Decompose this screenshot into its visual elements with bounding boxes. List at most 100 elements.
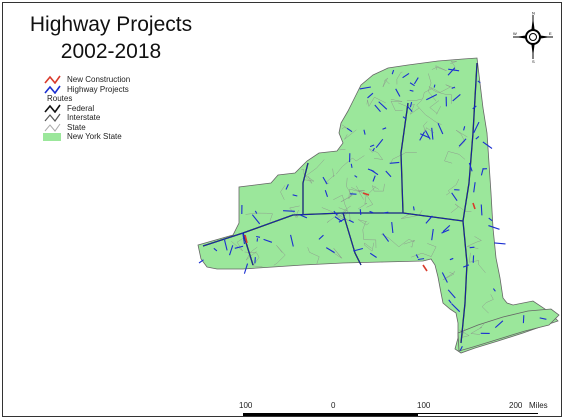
highway-project-segment — [458, 138, 467, 147]
state-road — [481, 294, 494, 314]
highway-project-segment — [290, 234, 294, 247]
highway-project-segment — [254, 210, 258, 214]
compass-north-label: N — [532, 11, 535, 16]
state-road — [366, 96, 386, 107]
highway-project-segment — [477, 80, 481, 84]
state-road — [340, 177, 353, 203]
highway-project-segment — [283, 210, 295, 212]
highway-project-segment — [354, 175, 358, 178]
highway-project-segment — [353, 247, 364, 252]
highway-project-corridor — [342, 212, 362, 266]
state-road — [444, 151, 466, 164]
state-road — [358, 190, 365, 200]
legend-item-interstate: Interstate — [43, 113, 130, 123]
highway-project-segment — [413, 77, 419, 85]
highway-project-segment — [325, 247, 335, 254]
map-title-line-1: Highway Projects — [29, 13, 193, 36]
highway-project-corridor — [202, 212, 464, 247]
state-road — [423, 121, 435, 133]
compass-west-label: W — [513, 31, 517, 36]
highway-project-segment — [451, 86, 456, 89]
highway-project-corridor — [400, 102, 409, 214]
legend-label: Federal — [67, 103, 95, 113]
highway-project-segment — [391, 69, 395, 75]
highway-project-segment — [251, 214, 261, 225]
highway-project-segment — [437, 123, 444, 135]
new-construction-segment — [362, 192, 370, 196]
highway-project-segment — [256, 235, 261, 238]
highway-project-segment — [473, 182, 476, 193]
highway-project-segment — [448, 68, 460, 72]
highway-project-segment — [426, 94, 438, 101]
state-road — [244, 251, 263, 268]
state-road — [442, 270, 455, 281]
state-road — [330, 248, 343, 259]
state-road — [398, 102, 420, 115]
legend-label: State — [67, 122, 86, 132]
highway-project-segment — [292, 194, 298, 197]
state-road — [458, 328, 470, 338]
map-title: Highway Projects 2002-2018 — [11, 11, 211, 65]
state-road — [450, 203, 472, 213]
state-road — [446, 178, 460, 196]
highway-project-segment — [348, 219, 354, 223]
highway-project-segment — [322, 176, 328, 185]
state-road — [455, 129, 468, 149]
highway-projects-layer — [198, 62, 547, 351]
highway-project-segment — [406, 105, 413, 112]
state-road — [344, 129, 357, 140]
highway-project-segment — [263, 238, 273, 243]
highway-project-segment — [451, 303, 461, 313]
scale-tick-label: 100 — [239, 401, 253, 410]
highway-project-segment — [412, 206, 415, 211]
highway-project-segment — [223, 239, 228, 251]
highway-project-segment — [324, 189, 329, 197]
highway-project-segment — [363, 129, 366, 135]
highway-project-segment — [228, 245, 234, 256]
state-road — [301, 169, 315, 182]
state-road — [362, 221, 377, 249]
highway-project-segment — [488, 217, 493, 222]
highway-project-segment — [369, 252, 377, 258]
state-road — [416, 99, 442, 125]
highway-project-segment — [494, 320, 504, 329]
highway-project-segment — [449, 257, 454, 261]
state-road — [431, 65, 447, 72]
scale-tick-label: 0 — [331, 401, 336, 410]
legend-heading-routes: Routes — [47, 94, 73, 103]
highway-project-segment — [372, 147, 375, 152]
long-island-shape — [457, 308, 560, 352]
highway-project-segment — [372, 175, 376, 182]
state-road — [357, 186, 376, 210]
map-frame: Highway Projects 2002-2018 New Construct… — [2, 2, 562, 417]
state-road — [390, 99, 403, 112]
highway-project-segment — [409, 89, 414, 92]
state-road — [273, 245, 286, 266]
highway-project-segment — [389, 161, 400, 164]
state-road — [401, 210, 423, 219]
legend-label: Highway Projects — [67, 84, 129, 94]
highway-project-segment — [452, 94, 461, 102]
legend-item-new-york-state: New York State — [43, 132, 130, 142]
highway-project-segment — [285, 184, 289, 190]
new-construction-segment — [244, 234, 248, 244]
highway-project-segment — [299, 214, 308, 219]
highway-project-segment — [425, 130, 431, 140]
map-title-line-2: 2002-2018 — [60, 40, 162, 63]
highway-project-segment — [494, 242, 506, 245]
highway-project-segment — [539, 317, 547, 320]
highway-project-segment — [475, 136, 480, 140]
highway-project-segment — [419, 133, 430, 139]
highway-project-segment — [243, 263, 249, 274]
highway-project-segment — [234, 245, 244, 249]
state-road — [428, 73, 437, 102]
state-road — [403, 240, 415, 248]
highway-project-segment — [442, 224, 451, 233]
zigzag-line-icon — [44, 75, 61, 85]
state-road — [321, 207, 351, 222]
ny-state-shape — [197, 57, 559, 354]
legend-item-state: State — [43, 123, 130, 133]
state-road — [245, 246, 258, 261]
highway-project-segment — [213, 247, 218, 252]
state-road — [396, 71, 403, 85]
